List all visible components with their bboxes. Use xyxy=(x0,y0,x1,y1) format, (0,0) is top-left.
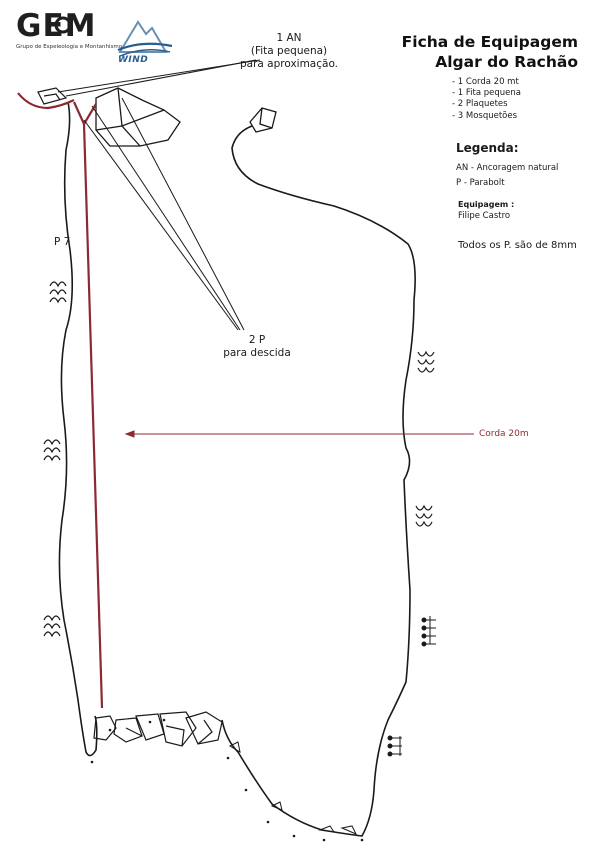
equipment-list: - 1 Corda 20 mt - 1 Fita pequena - 2 Pla… xyxy=(452,77,521,122)
page-title-line2: Algar do Rachão xyxy=(435,53,578,71)
floor-dots xyxy=(90,718,364,842)
rock-top-right xyxy=(249,107,277,133)
boulder-large xyxy=(95,87,181,147)
pitch-label: P 7 xyxy=(54,236,71,248)
annotation-anchor-line3: para aproximação. xyxy=(239,58,339,70)
leader-lines xyxy=(57,59,261,331)
anchor-rock xyxy=(37,87,68,105)
rope-line xyxy=(82,123,104,709)
equipagem-name: Filipe Castro xyxy=(458,211,511,221)
rope-arrow xyxy=(124,430,474,438)
legend-title: Legenda: xyxy=(456,141,519,155)
wind-logo-icon xyxy=(117,20,173,57)
gem-logo-mark xyxy=(54,16,72,34)
drip-formations xyxy=(387,616,436,757)
annotation-anchor-line2: (Fita pequena) xyxy=(250,45,328,57)
legend-item: AN - Ancoragem natural xyxy=(456,163,559,173)
annotation-parabolts-line1: 2 P xyxy=(248,334,266,346)
annotation-parabolts: 2 P para descida xyxy=(212,334,302,360)
cave-left-wall xyxy=(58,101,98,757)
boulder-pile xyxy=(93,711,223,747)
equipment-item: - 1 Fita pequena xyxy=(452,88,521,99)
equipment-item: - 2 Plaquetes xyxy=(452,99,508,110)
page-title-line1: Ficha de Equipagem xyxy=(401,33,578,51)
annotation-anchor-line1: 1 AN xyxy=(276,32,302,44)
bolt-size-note: Todos os P. são de 8mm xyxy=(458,240,577,251)
legend-list: AN - Ancoragem natural P - Parabolt xyxy=(456,161,558,191)
wall-marks-right xyxy=(415,350,435,527)
floor-pebbles xyxy=(228,741,358,835)
equipagem-label: Equipagem : xyxy=(458,200,515,209)
equipment-item: - 3 Mosquetões xyxy=(452,110,518,121)
wall-marks-left xyxy=(43,281,67,638)
annotation-parabolts-line2: para descida xyxy=(223,347,291,359)
gem-logo-subtitle: Grupo de Espeleologia e Montanhismo xyxy=(16,44,123,50)
gem-logo: GEM xyxy=(16,8,97,44)
wind-logo: WIND xyxy=(118,55,149,65)
equipment-item: - 1 Corda 20 mt xyxy=(452,77,519,87)
rope-label: Corda 20m xyxy=(479,429,529,439)
cave-floor xyxy=(221,125,416,837)
annotation-anchor: 1 AN (Fita pequena) para aproximação. xyxy=(234,32,344,71)
legend-item: P - Parabolt xyxy=(456,178,505,188)
anchor-sling xyxy=(17,92,75,110)
